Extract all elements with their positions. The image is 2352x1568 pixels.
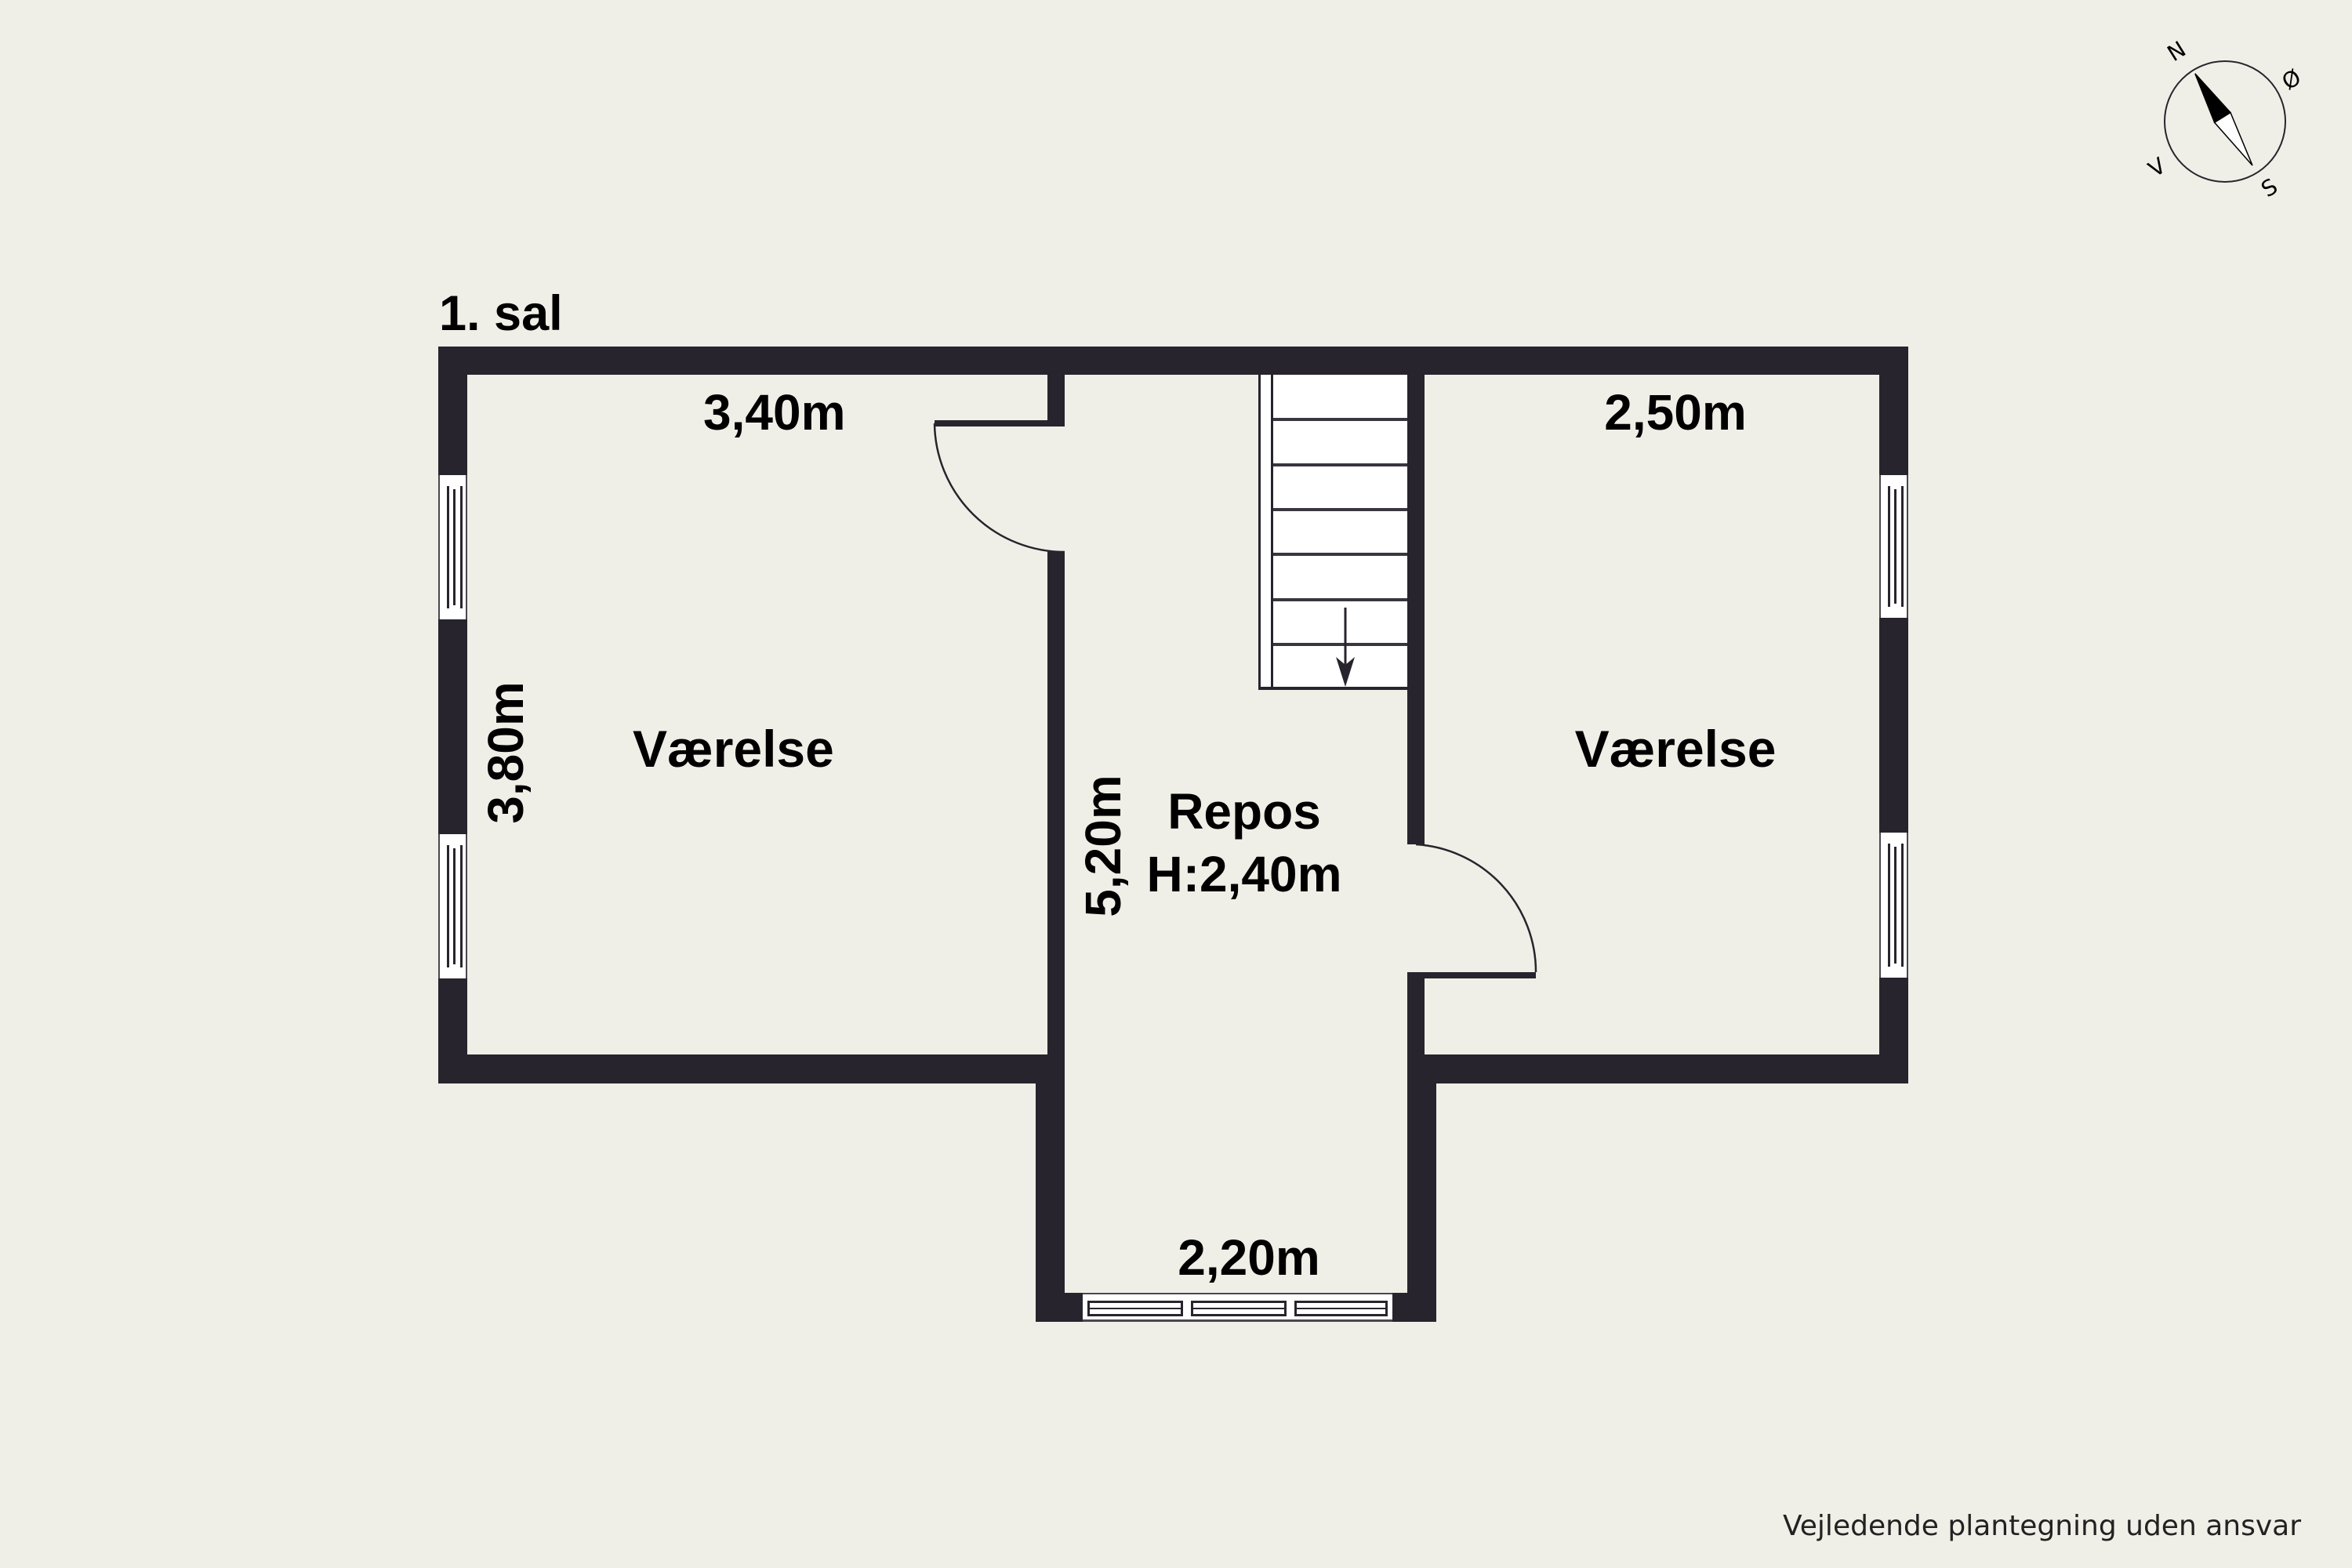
door-swing-left [933, 423, 1065, 554]
floor-title: 1. sal [439, 286, 563, 341]
room-name-label: Værelse [633, 720, 834, 778]
wall-corridor-bottom [1036, 1293, 1083, 1322]
room-name-label: Værelse [1574, 720, 1777, 778]
door-leaf-right [1407, 972, 1536, 978]
window-left-lower [438, 834, 467, 978]
wall-right [1879, 618, 1908, 833]
room-height-label: H:2,40m [1146, 846, 1342, 902]
room-width-label: 2,50m [1604, 384, 1747, 441]
room-depth-label: 3,80m [477, 681, 534, 824]
stair-direction-arrow-icon [1336, 608, 1355, 687]
compass-icon [2164, 60, 2286, 183]
wall-left [438, 347, 467, 475]
wall-right-room-bottom [1407, 1054, 1908, 1083]
wall-corridor-left [1036, 1054, 1065, 1322]
disclaimer-text: Vejledende plantegning uden ansvar [1782, 1510, 2301, 1542]
door-leaf-left [935, 420, 1065, 426]
room-width-label: 2,20m [1178, 1229, 1320, 1286]
wall-partition-left [1047, 375, 1065, 426]
window-right-upper [1879, 475, 1908, 618]
wall-partition-right [1407, 375, 1425, 844]
wall-top [438, 347, 1908, 375]
wall-right [1879, 978, 1908, 1083]
window-left-upper [438, 475, 467, 619]
wall-partition-left [1047, 551, 1065, 1084]
room-width-label: 3,40m [703, 384, 846, 441]
window-corridor-bottom [1083, 1293, 1392, 1322]
room-length-label: 5,20m [1075, 775, 1131, 917]
wall-corridor-right [1407, 1054, 1436, 1322]
staircase [1258, 375, 1407, 690]
room-name-label: Repos [1167, 783, 1321, 840]
window-right-lower [1879, 833, 1908, 978]
wall-right [1879, 347, 1908, 475]
door-swing-right [1415, 843, 1537, 973]
wall-left-room-bottom [438, 1054, 1065, 1083]
wall-left [438, 619, 467, 834]
